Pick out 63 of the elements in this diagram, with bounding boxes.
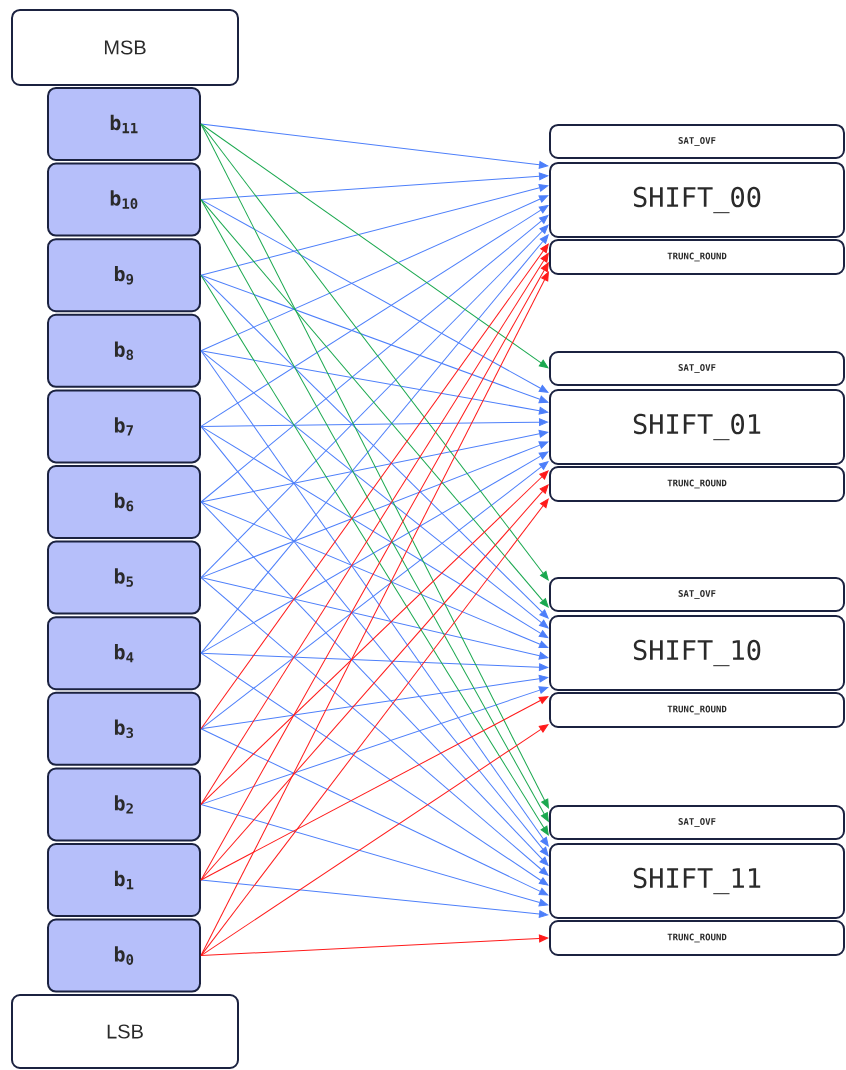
arrow (200, 172, 549, 201)
arrow (200, 425, 549, 857)
arrow (200, 214, 549, 503)
bit-box: b$_{5}$ (47, 540, 201, 615)
arrow (200, 123, 549, 581)
flag-box: SAT_OVF (549, 805, 845, 840)
arrow (200, 199, 549, 393)
flag-box: TRUNC_ROUND (549, 920, 845, 956)
arrow (200, 350, 549, 847)
arrow (200, 274, 549, 619)
arrow (200, 724, 549, 957)
arrow (200, 234, 549, 654)
bit-box: b$_{3}$ (47, 691, 201, 766)
bit-box: b$_{1}$ (47, 843, 201, 917)
arrow (200, 350, 549, 415)
bit-box: b$_{10}$ (47, 162, 201, 237)
arrow (200, 696, 549, 881)
arrow (200, 184, 549, 276)
arrow (200, 123, 549, 369)
flag-box: TRUNC_ROUND (549, 692, 845, 728)
arrow (200, 728, 549, 896)
arrow (200, 418, 549, 427)
flag-box: SAT_OVF (549, 124, 845, 159)
shift-box: SHIFT_10 (549, 615, 845, 691)
shift-box: SHIFT_00 (549, 162, 845, 238)
arrow (200, 803, 549, 907)
arrow (200, 879, 549, 918)
arrow (200, 652, 549, 886)
arrow (200, 123, 549, 169)
arrow (200, 498, 549, 957)
arrow (200, 501, 549, 649)
arrow (200, 470, 549, 805)
flag-box: SAT_OVF (549, 577, 845, 612)
bit-box: b$_{8}$ (47, 313, 201, 388)
shift-box: SHIFT_01 (549, 389, 845, 465)
arrow (200, 205, 549, 427)
arrow (200, 686, 549, 805)
end-box: LSB (11, 994, 239, 1069)
arrow (200, 274, 549, 404)
bit-box: b$_{9}$ (47, 238, 201, 313)
arrow (200, 441, 549, 579)
arrow (200, 652, 549, 672)
bit-box: b$_{2}$ (47, 767, 201, 842)
arrow (200, 350, 549, 629)
arrow (200, 934, 549, 957)
bit-box: b$_{6}$ (47, 465, 201, 539)
shift-box: SHIFT_11 (549, 843, 845, 919)
arrow (200, 674, 549, 730)
end-box: MSB (11, 9, 239, 86)
flag-box: TRUNC_ROUND (549, 239, 845, 275)
arrow (200, 577, 549, 660)
flag-box: TRUNC_ROUND (549, 466, 845, 502)
arrow (200, 195, 549, 352)
bit-box: b$_{4}$ (47, 616, 201, 691)
arrow (200, 577, 549, 876)
arrow (200, 451, 549, 654)
arrow (200, 461, 549, 730)
flag-box: SAT_OVF (549, 351, 845, 386)
bit-box: b$_{0}$ (47, 918, 201, 993)
arrow (200, 425, 549, 639)
arrow (200, 429, 549, 503)
bit-box: b$_{7}$ (47, 389, 201, 464)
bit-box: b$_{11}$ (47, 87, 201, 161)
